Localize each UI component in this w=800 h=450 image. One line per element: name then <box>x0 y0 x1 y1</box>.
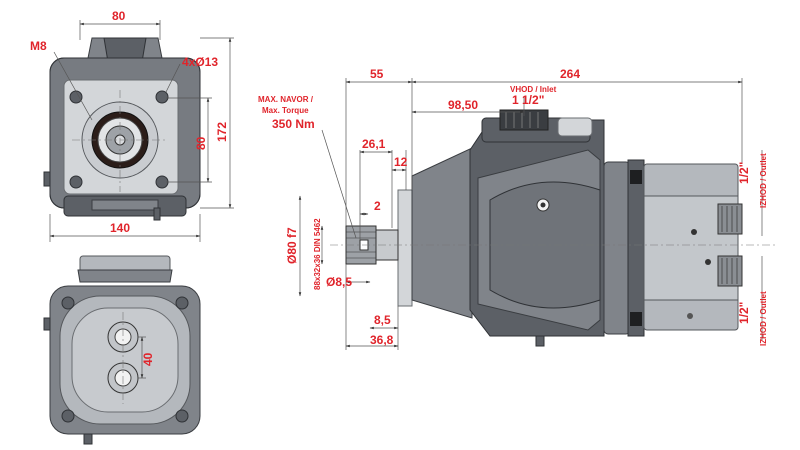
spline-spec: 88x32x36 DIN 5462 <box>313 218 322 290</box>
dim-key-width: 2 <box>374 199 381 213</box>
torque-label-2: Max. Torque <box>262 106 309 115</box>
dim-height: 172 <box>215 122 229 142</box>
dim-spline-length: 26,1 <box>362 137 386 151</box>
rear-view <box>43 255 201 445</box>
side-view <box>330 109 775 347</box>
dim-port-spacing: 40 <box>141 352 155 366</box>
dim-pilot-diameter: Ø80 f7 <box>285 227 299 264</box>
outlet-label-top: IZHOD / Outlet <box>759 153 768 208</box>
dim-top-width: 80 <box>112 9 126 23</box>
dim-shoulder: 12 <box>394 155 408 169</box>
front-view <box>43 37 201 221</box>
outlet-size-top: 1/2" <box>737 162 751 184</box>
front-view-dimensions <box>49 20 234 242</box>
label-thread-m8: M8 <box>30 39 47 53</box>
outlet-label-bottom: IZHOD / Outlet <box>759 291 768 346</box>
label-holes: 4xØ13 <box>182 55 218 69</box>
side-view-dimensions <box>298 78 763 350</box>
dim-shaft-step: 8,5 <box>374 313 391 327</box>
dim-inlet-position: 98,50 <box>448 98 478 112</box>
torque-value: 350 Nm <box>272 117 315 131</box>
dim-total-length: 264 <box>560 67 580 81</box>
dim-shaft-length: 36,8 <box>370 333 394 347</box>
outlet-size-bottom: 1/2" <box>737 302 751 324</box>
dim-bolt-pitch: 80 <box>194 136 208 150</box>
dim-flange-offset: 55 <box>370 67 384 81</box>
dim-shaft-diameter: Ø8,5 <box>326 275 352 289</box>
torque-label-1: MAX. NAVOR / <box>258 95 314 104</box>
dim-width: 140 <box>110 221 130 235</box>
inlet-size: 1 1/2" <box>512 93 544 107</box>
inlet-label: VHOD / Inlet <box>510 85 557 94</box>
